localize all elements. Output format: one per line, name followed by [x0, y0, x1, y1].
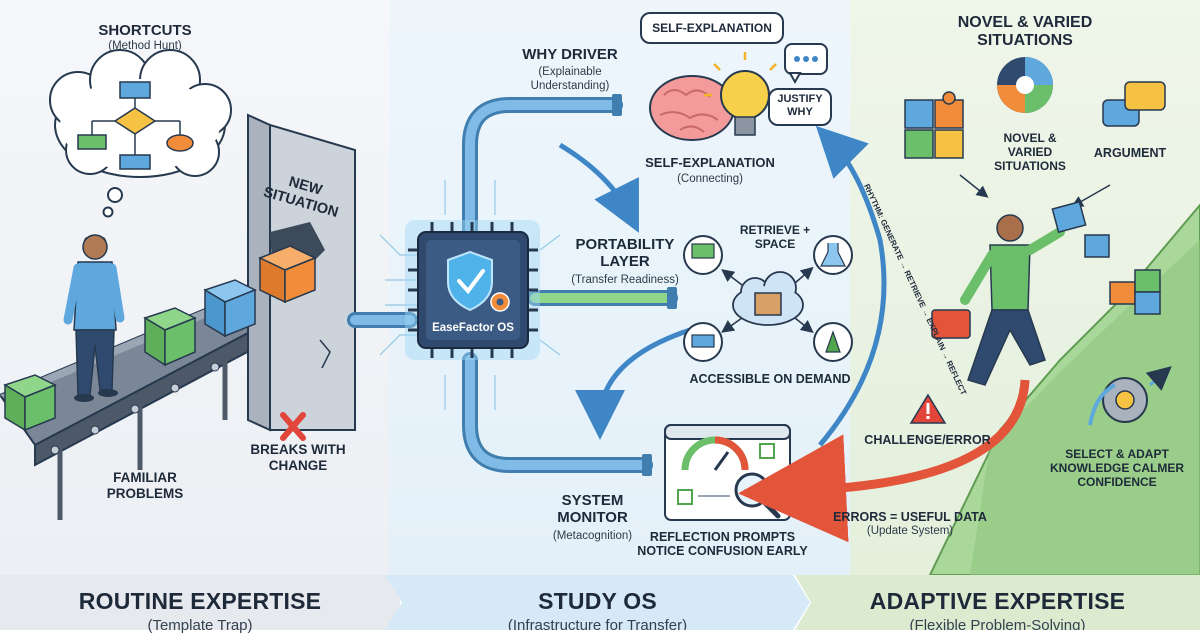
portability-layer-subtitle: (Transfer Readiness) — [571, 274, 679, 286]
puzzle-icon — [904, 91, 964, 159]
warning-icon — [909, 393, 947, 424]
aperture-icon — [997, 57, 1053, 113]
challenge-error-label: CHALLENGE/ERROR — [864, 433, 991, 447]
classroom-icon — [683, 235, 723, 275]
justify-why-bubble: JUSTIFY WHY — [768, 88, 832, 126]
pipes — [347, 97, 678, 473]
routine-expertise-subtitle: (Template Trap) — [147, 617, 253, 634]
portability-to-monitor-arrow — [575, 327, 691, 440]
breaks-x-icon — [280, 412, 306, 441]
green-box-front — [3, 374, 57, 432]
puzzle-piece-held-icon — [1051, 200, 1110, 258]
adaptive-expertise-footer: ADAPTIVE EXPERTISE (Flexible Problem-Sol… — [795, 575, 1200, 630]
accessible-on-demand-label: ACCESSIBLE ON DEMAND — [689, 372, 851, 386]
cluster-arrows — [721, 266, 814, 333]
shield-icon — [447, 250, 493, 312]
climbing-person-figure — [931, 214, 1065, 386]
select-adapt-label: SELECT & ADAPT KNOWLEDGE CALMER CONFIDEN… — [1050, 447, 1184, 489]
brain-icon — [649, 75, 735, 141]
novel-situations-small-label: NOVEL & VARIED SITUATIONS — [994, 131, 1066, 173]
pipe-flanges — [612, 94, 677, 476]
cloud-icon — [732, 271, 804, 326]
routine-expertise-title: ROUTINE EXPERTISE — [78, 588, 322, 614]
reflection-prompts-label: REFLECTION PROMPTS NOTICE CONFUSION EARL… — [637, 530, 808, 559]
diagram-illustration — [0, 43, 1200, 575]
lightbulb-icon — [704, 52, 777, 136]
shortcuts-title: SHORTCUTS — [98, 22, 192, 39]
puzzle-stack-icon — [1109, 269, 1161, 315]
why-driver-title: WHY DRIVER — [522, 46, 618, 63]
chip-label: EaseFactor OS — [432, 322, 514, 334]
self-explanation-title: SELF-EXPLANATION — [645, 155, 775, 170]
system-monitor-subtitle: (Metacognition) — [552, 530, 633, 542]
study-os-subtitle: (Infrastructure for Transfer) — [507, 617, 688, 634]
thought-cloud — [49, 49, 232, 218]
why-to-portability-arrow — [558, 142, 639, 233]
errors-useful-data-label: ERRORS = USEFUL DATA — [833, 510, 987, 524]
flask-icon — [813, 235, 853, 275]
errors-arrow — [738, 379, 1030, 543]
adaptive-expertise-subtitle: (Flexible Problem-Solving) — [909, 617, 1086, 634]
speech-bubble-icon — [784, 43, 828, 85]
familiar-problems-label: FAMILIAR PROBLEMS — [106, 470, 184, 501]
argument-bubbles-icon — [1102, 81, 1166, 127]
study-os-title: STUDY OS — [538, 588, 657, 614]
flowchart-icon — [77, 81, 194, 170]
orange-box — [258, 245, 317, 304]
system-monitor-title: SYSTEM MONITOR — [557, 492, 628, 527]
errors-useful-data-subtitle: (Update System) — [866, 525, 954, 537]
trees-icon — [813, 322, 853, 362]
breaks-with-change-label: BREAKS WITH CHANGE — [250, 442, 346, 473]
gear-icon — [490, 292, 510, 312]
why-driver-subtitle: (Explainable Understanding) — [530, 66, 610, 92]
cycle-arrow — [815, 125, 887, 447]
novel-situations-title: NOVEL & VARIED SITUATIONS — [957, 14, 1093, 50]
blue-box — [203, 279, 257, 338]
adaptive-expertise-title: ADAPTIVE EXPERTISE — [869, 588, 1126, 614]
routine-expertise-footer: ROUTINE EXPERTISE (Template Trap) — [0, 575, 400, 634]
self-explanation-bubble: SELF-EXPLANATION — [640, 12, 784, 44]
person-figure — [63, 234, 125, 402]
self-explanation-subtitle: (Connecting) — [677, 173, 743, 185]
shortcuts-subtitle: (Method Hunt) — [108, 40, 182, 52]
retrieve-space-label: RETRIEVE + SPACE — [739, 223, 811, 251]
novel-arrows — [959, 174, 1111, 208]
green-box — [143, 307, 197, 367]
argument-label: ARGUMENT — [1093, 146, 1167, 160]
study-os-footer: STUDY OS (Infrastructure for Transfer) — [385, 575, 810, 630]
adapt-gears-icon — [1088, 366, 1172, 426]
desk-icon — [683, 322, 723, 362]
portability-layer-title: PORTABILITY LAYER — [575, 236, 675, 271]
